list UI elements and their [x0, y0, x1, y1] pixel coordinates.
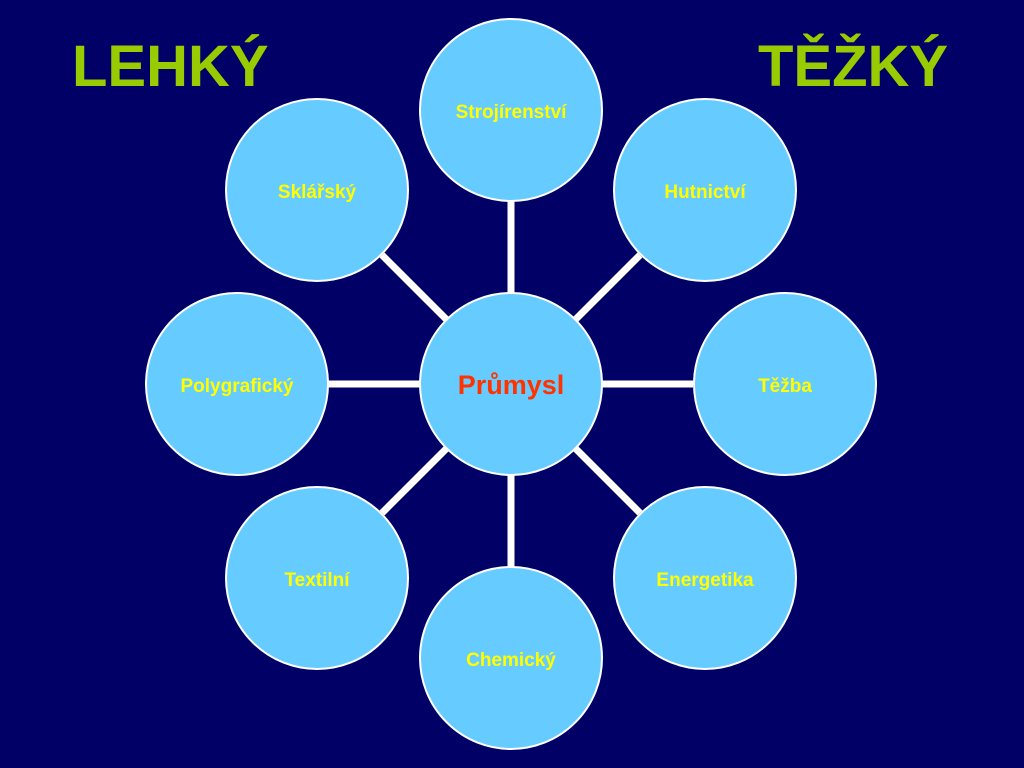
node-tezba: Těžba — [693, 292, 877, 476]
node-energetika: Energetika — [613, 486, 797, 670]
node-circle — [145, 292, 329, 476]
node-circle — [225, 486, 409, 670]
node-label-energetika: Energetika — [656, 570, 754, 591]
connector-textilni — [379, 444, 451, 516]
center-node: Průmysl — [419, 292, 603, 476]
node-label-chemicky: Chemický — [466, 650, 556, 671]
node-hutnictvi: Hutnictví — [613, 98, 797, 282]
node-label-hutnictvi: Hutnictví — [664, 182, 746, 203]
node-polygraficky: Polygrafický — [145, 292, 329, 476]
node-circle — [613, 98, 797, 282]
node-circle — [693, 292, 877, 476]
node-sklarsky: Sklářský — [225, 98, 409, 282]
node-textilni: Textilní — [225, 486, 409, 670]
node-strojirenstvi: Strojírenství — [419, 18, 603, 202]
node-circle — [419, 566, 603, 750]
connector-hutnictvi — [571, 252, 643, 324]
node-label-polygraficky: Polygrafický — [181, 376, 294, 397]
node-circle — [419, 18, 603, 202]
node-circle — [613, 486, 797, 670]
node-label-textilni: Textilní — [284, 570, 350, 591]
node-circle — [225, 98, 409, 282]
heading-tezky: TĚŽKÝ — [758, 34, 949, 99]
connector-sklarsky — [379, 252, 451, 324]
node-label-tezba: Těžba — [758, 376, 812, 397]
connector-energetika — [571, 444, 643, 516]
node-label-sklarsky: Sklářský — [278, 182, 357, 203]
heading-lehky: LEHKÝ — [72, 34, 269, 99]
center-circle — [419, 292, 603, 476]
node-label-strojirenstvi: Strojírenství — [456, 102, 568, 123]
node-chemicky: Chemický — [419, 566, 603, 750]
connectors — [328, 200, 693, 567]
center-label: Průmysl — [458, 370, 565, 400]
